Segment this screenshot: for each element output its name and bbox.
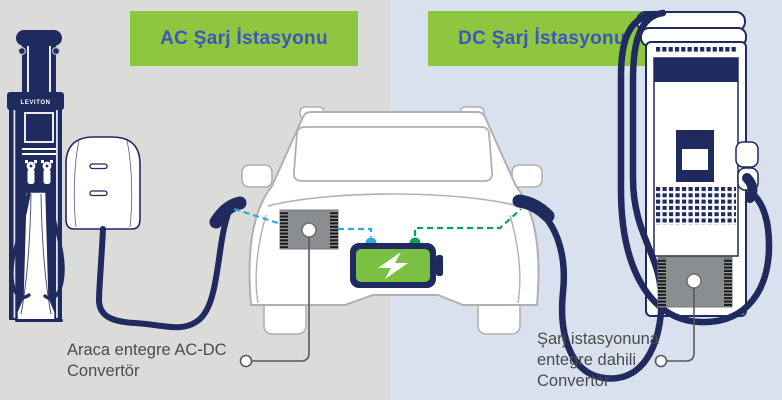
pole-base <box>15 319 63 322</box>
dc-converter-label-line1: Şarj istasyonuna <box>537 330 659 348</box>
pole-brand-band <box>7 92 64 110</box>
dc-flow-line-to-battery <box>413 208 522 236</box>
pole-neck-stripe-left <box>27 46 29 92</box>
lightning-bolt-icon <box>378 252 408 279</box>
dc-converter-label: Şarj istasyonuna entegre dahili Convertö… <box>537 329 659 392</box>
pole-connector-right-icon <box>41 160 53 184</box>
station-vent-grid <box>656 187 736 225</box>
dc-converter-label-line3: Convertör <box>537 372 610 390</box>
callout-leaders <box>239 237 695 368</box>
wallbox-seam-right <box>126 140 133 228</box>
ac-plug <box>209 196 247 229</box>
car-fender-crease-right <box>509 214 521 304</box>
station-holster-top <box>735 141 759 168</box>
ev-battery <box>350 237 443 288</box>
station-header-band <box>654 58 738 82</box>
wallbox-body <box>65 136 141 230</box>
pedestal-seam-right <box>40 193 52 315</box>
pole-bolt-right <box>51 46 60 55</box>
ac-cable <box>95 211 231 331</box>
dc-charging-station <box>636 11 759 317</box>
pedestal-seam-left <box>20 193 32 315</box>
car-converter-heatsink-right-fins <box>330 211 338 248</box>
pole-connector-left-icon <box>25 160 37 184</box>
dc-holstered-plug <box>742 173 758 203</box>
car-mirror-left <box>241 164 273 188</box>
dc-plug <box>512 194 555 223</box>
ac-charging-pole: LEVITON <box>7 30 65 322</box>
pole-cable-left <box>10 184 32 299</box>
car-converter-callout-point <box>301 222 317 238</box>
dc-banner: DC Şarj İstasyonu <box>428 11 656 66</box>
station-top-vent-row <box>656 47 738 53</box>
ac-converter-label-line2: Convertör <box>67 362 140 380</box>
dc-banner-label: DC Şarj İstasyonu <box>458 27 626 49</box>
pole-divider-line-2 <box>22 153 56 155</box>
ac-converter-leader-line <box>252 237 310 362</box>
pole-screen <box>24 112 54 143</box>
pole-divider-line-1 <box>22 148 56 150</box>
dc-cable-loop <box>617 10 773 326</box>
wallbox-slot-bottom <box>89 190 108 197</box>
ac-converter-label: Araca entegre AC-DC Convertör <box>67 340 227 382</box>
car-hood-line <box>267 193 519 207</box>
battery-terminal <box>436 255 443 276</box>
pole-cable-right <box>43 184 65 300</box>
pole-body-stripe-left <box>13 110 16 318</box>
ac-flow-line-in <box>233 207 282 226</box>
ac-wallbox-charger <box>65 136 141 230</box>
pole-bolt-left <box>18 46 27 55</box>
car-windshield <box>293 126 493 182</box>
leviton-logo: LEVITON <box>20 100 50 106</box>
electric-car <box>241 106 543 335</box>
dc-converter-leader-line <box>667 288 695 362</box>
wallbox-seam-left <box>73 140 80 228</box>
dc-converter-label-line2: entegre dahili <box>537 351 637 369</box>
pole-neck-stripe-right <box>49 46 51 92</box>
dc-cable-to-car <box>533 9 667 382</box>
ac-converter-label-line1: Araca entegre AC-DC <box>67 341 227 359</box>
ac-converter-leader-dot <box>239 354 253 368</box>
car-converter-heatsink-left-fins <box>280 211 288 248</box>
dc-converter-heatsink-left-fins <box>658 258 666 306</box>
ac-banner: AC Şarj İstasyonu <box>130 11 358 66</box>
car-fender-crease-left <box>255 214 267 304</box>
dc-station-converter <box>657 256 733 308</box>
pole-body-stripe-right <box>56 110 58 318</box>
ac-banner-label: AC Şarj İstasyonu <box>160 27 328 49</box>
wallbox-slot-top <box>89 163 108 170</box>
ac-flow-line-to-battery <box>338 227 373 237</box>
pole-top-cap <box>16 30 62 46</box>
dc-converter-callout-point <box>686 273 702 289</box>
dc-converter-leader-dot <box>654 354 668 368</box>
dc-converter-heatsink-right-fins <box>724 258 732 306</box>
car-mirror-right <box>511 164 543 188</box>
station-screen-display <box>682 149 708 170</box>
